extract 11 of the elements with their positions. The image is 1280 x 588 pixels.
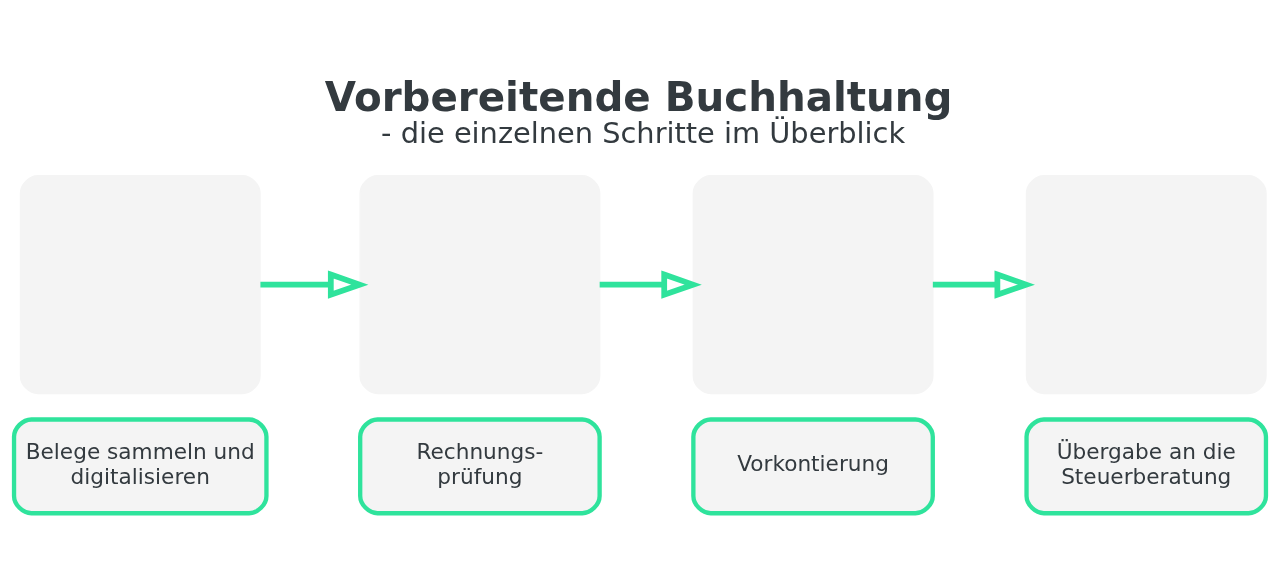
node-box [359, 175, 601, 395]
node-box: Vorkontierung [691, 417, 935, 516]
node-box [692, 175, 934, 395]
arrow [932, 270, 1035, 299]
node-box: Übergabe an die Steuerberatung [1024, 417, 1269, 516]
node-box: Belege sammeln und digitalisieren [11, 417, 269, 516]
node-box: Rechnungs- prüfung [358, 417, 602, 516]
arrow [599, 270, 702, 299]
node-box [1025, 175, 1267, 395]
arrow [260, 270, 369, 299]
node-box [19, 175, 261, 395]
